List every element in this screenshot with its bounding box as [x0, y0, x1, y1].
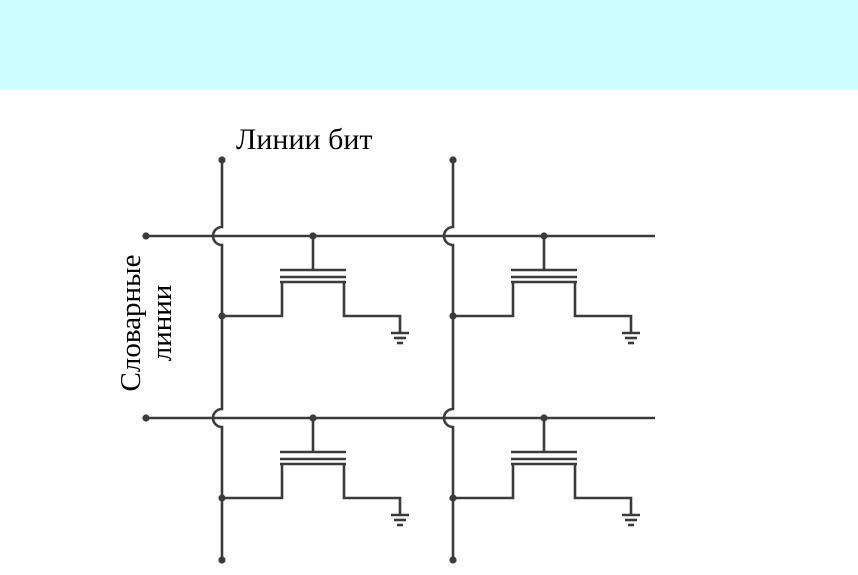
word-line-terminal — [142, 232, 150, 240]
word-line-terminal — [142, 414, 150, 422]
header-band — [0, 0, 858, 89]
drain-junction-r2c1 — [218, 494, 226, 502]
gate-junction-r1c2 — [540, 232, 548, 240]
gate-junction-r2c2 — [540, 414, 548, 422]
transistor-source-r2c1 — [342, 465, 402, 514]
drain-junction-r1c2 — [449, 312, 457, 320]
gate-junction-r1c1 — [309, 232, 317, 240]
transistor-drain-r2c1 — [222, 465, 284, 500]
bit-line-terminal-bottom — [218, 556, 226, 564]
transistor-source-r2c2 — [573, 465, 633, 514]
transistor-drain-r1c1 — [222, 283, 284, 318]
bit-line-1 — [211, 160, 224, 560]
transistor-source-r1c2 — [573, 283, 633, 332]
word-lines-label-line1: Словарные — [115, 254, 147, 392]
bit-line-terminal-top — [449, 156, 457, 164]
word-lines-label-line2: линии — [146, 284, 178, 362]
transistor-drain-r1c2 — [453, 283, 515, 318]
drain-junction-r2c2 — [449, 494, 457, 502]
transistor-drain-r2c2 — [453, 465, 515, 500]
drain-junction-r1c1 — [218, 312, 226, 320]
bit-line-2 — [442, 160, 455, 560]
bit-line-terminal-bottom — [449, 556, 457, 564]
word-lines-label: Словарные линии — [115, 237, 178, 409]
gate-junction-r2c1 — [309, 414, 317, 422]
bit-lines-label: Линии бит — [236, 123, 373, 156]
bit-line-terminal-top — [218, 156, 226, 164]
transistor-source-r1c1 — [342, 283, 402, 332]
